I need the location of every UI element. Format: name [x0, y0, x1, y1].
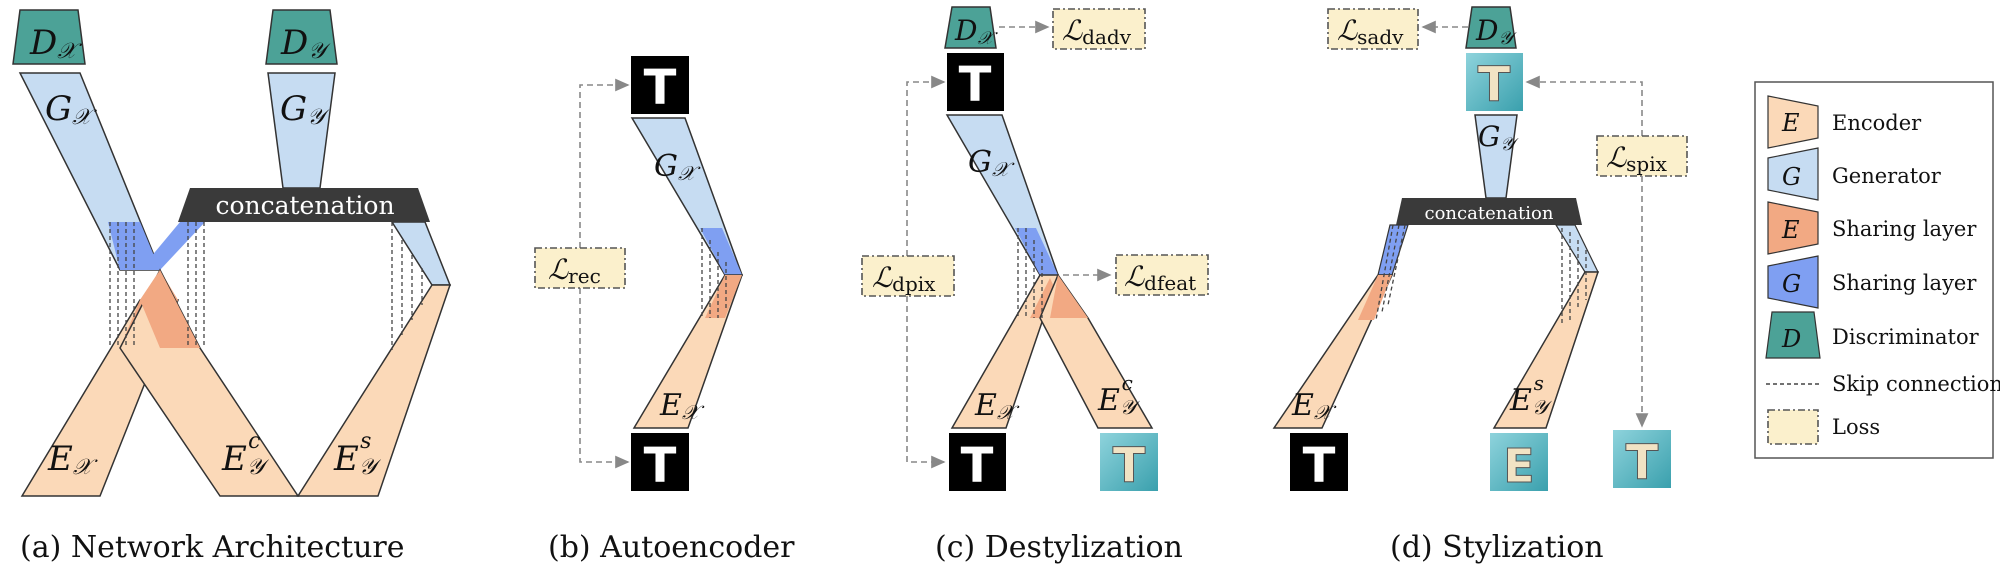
image-bottom-b: T	[631, 433, 689, 494]
legend-generator: G Generator	[1767, 147, 1942, 201]
e-yc-superscript: c	[248, 429, 260, 454]
legend-sharing-encoder-label: Sharing layer	[1832, 217, 1977, 241]
legend-sharing-generator-label: Sharing layer	[1832, 271, 1977, 295]
loss-rec-b: ℒrec	[534, 78, 630, 469]
image-top-d: T	[1466, 53, 1523, 114]
loss-sadv-d: ℒsadv	[1327, 8, 1468, 50]
legend-discriminator-symbol: D	[1781, 325, 1801, 353]
svg-text:T: T	[644, 438, 677, 494]
encoder-x-d: E𝒳	[1272, 274, 1394, 429]
concatenation-bar-d: concatenation	[1396, 198, 1582, 225]
svg-text:T: T	[1303, 438, 1336, 494]
loss-spix-d: ℒspix	[1525, 75, 1688, 428]
svg-text:ℒdadv: ℒdadv	[1062, 14, 1132, 49]
legend-encoder-symbol: E	[1781, 109, 1800, 137]
e-ys-superscript: s	[360, 429, 371, 454]
d-y-symbol: D	[280, 23, 308, 63]
loss-dfeat-c: ℒdfeat	[1063, 254, 1209, 296]
legend-discriminator: D Discriminator	[1765, 311, 1980, 359]
e-ys-symbol: E	[333, 439, 359, 479]
svg-text:T: T	[961, 438, 994, 494]
svg-text:D𝒴: D𝒴	[280, 23, 331, 64]
legend-skip-label: Skip connection	[1832, 372, 2000, 396]
panel-b-autoencoder: T G𝒳 E𝒳 T ℒrec (b) Autoencoder	[534, 56, 795, 565]
generator-x-b: G𝒳	[630, 117, 744, 276]
encoder-y-content-block: E𝒴c	[119, 268, 300, 497]
image-bottom-left-c: T	[949, 433, 1006, 494]
legend-loss: Loss	[1767, 409, 1880, 445]
svg-text:ℒdfeat: ℒdfeat	[1124, 260, 1196, 295]
legend-encoder-label: Encoder	[1832, 111, 1922, 135]
svg-text:T: T	[644, 60, 677, 116]
legend-sharing-generator: G Sharing layer	[1767, 255, 1977, 309]
image-top-b: T	[631, 56, 689, 116]
generator-y-block: G𝒴	[267, 72, 336, 189]
loss-dadv-c: ℒdadv	[999, 8, 1146, 50]
svg-text:ℒrec: ℒrec	[548, 253, 601, 288]
image-bottom-left-d: T	[1290, 433, 1348, 494]
skip-connections-a	[109, 222, 423, 350]
generator-x-c: G𝒳	[945, 114, 1060, 276]
generator-x-block: G𝒳	[18, 72, 162, 271]
discriminator-y-block: D𝒴	[265, 9, 338, 65]
encoder-y-style-block: E𝒴s	[296, 284, 452, 497]
legend-generator-label: Generator	[1832, 164, 1942, 188]
legend-generator-symbol: G	[1782, 163, 1801, 191]
g-x-symbol: G	[45, 89, 72, 129]
legend: E Encoder G Generator E Sharing layer G …	[1754, 81, 2000, 459]
svg-text:T: T	[959, 57, 992, 113]
svg-text:T: T	[1626, 435, 1659, 491]
e-x-symbol: E	[47, 439, 73, 479]
skip-connections-b	[701, 228, 727, 318]
concat-label-a: concatenation	[215, 191, 394, 220]
loss-dpix-c: ℒdpix	[861, 75, 955, 469]
legend-sharing-encoder: E Sharing layer	[1767, 201, 1977, 255]
legend-encoder: E Encoder	[1767, 95, 1922, 149]
skip-connections-c	[1017, 228, 1043, 318]
image-bottom-mid-d: E	[1490, 433, 1548, 494]
encoder-y-content-c: E𝒴c	[1039, 273, 1154, 429]
discriminator-x-c: D𝒳	[944, 6, 998, 49]
panel-d-stylization: ℒsadv D𝒴 T G𝒴 concatenation E𝒳 E𝒴s	[1272, 6, 1688, 565]
legend-sharing-encoder-symbol: E	[1781, 216, 1800, 244]
image-top-c: T	[947, 53, 1004, 113]
image-bottom-right-d: T	[1613, 430, 1671, 492]
svg-text:ℒdpix: ℒdpix	[872, 261, 936, 296]
concatenation-bar-a: concatenation	[178, 188, 430, 222]
legend-skip-connection: Skip connection	[1766, 372, 2000, 396]
discriminator-x-block: D𝒳	[12, 9, 86, 65]
svg-text:ℒsadv: ℒsadv	[1337, 14, 1404, 49]
caption-b: (b) Autoencoder	[548, 530, 795, 565]
g-y-symbol: G	[280, 89, 307, 129]
legend-discriminator-label: Discriminator	[1832, 325, 1980, 349]
legend-loss-label: Loss	[1832, 415, 1880, 439]
d-x-symbol: D	[29, 23, 57, 63]
caption-c: (c) Destylization	[935, 530, 1183, 565]
svg-text:concatenation: concatenation	[1425, 203, 1554, 224]
sharing-generator-right	[140, 222, 205, 270]
skip-connections-d	[1375, 224, 1587, 325]
svg-text:E: E	[1503, 439, 1534, 493]
svg-text:T: T	[1113, 438, 1146, 494]
caption-a: (a) Network Architecture	[20, 530, 405, 565]
svg-text:ℒspix: ℒspix	[1606, 141, 1668, 176]
panel-c-destylization: D𝒳 ℒdadv T G𝒳 E𝒳 E𝒴c	[861, 6, 1209, 565]
legend-sharing-generator-symbol: G	[1782, 270, 1801, 298]
panel-a-network-architecture: D𝒳 D𝒴 G𝒳 G𝒴 concatenation	[12, 9, 452, 565]
svg-text:T: T	[1478, 57, 1511, 113]
generator-style-branch	[390, 221, 452, 286]
image-bottom-right-c: T	[1100, 433, 1158, 495]
caption-d: (d) Stylization	[1390, 530, 1604, 565]
discriminator-y-d: D𝒴	[1465, 6, 1517, 49]
encoder-y-style-d: E𝒴s	[1492, 271, 1600, 429]
e-yc-symbol: E	[221, 439, 247, 479]
generator-y-d: G𝒴	[1474, 114, 1519, 199]
